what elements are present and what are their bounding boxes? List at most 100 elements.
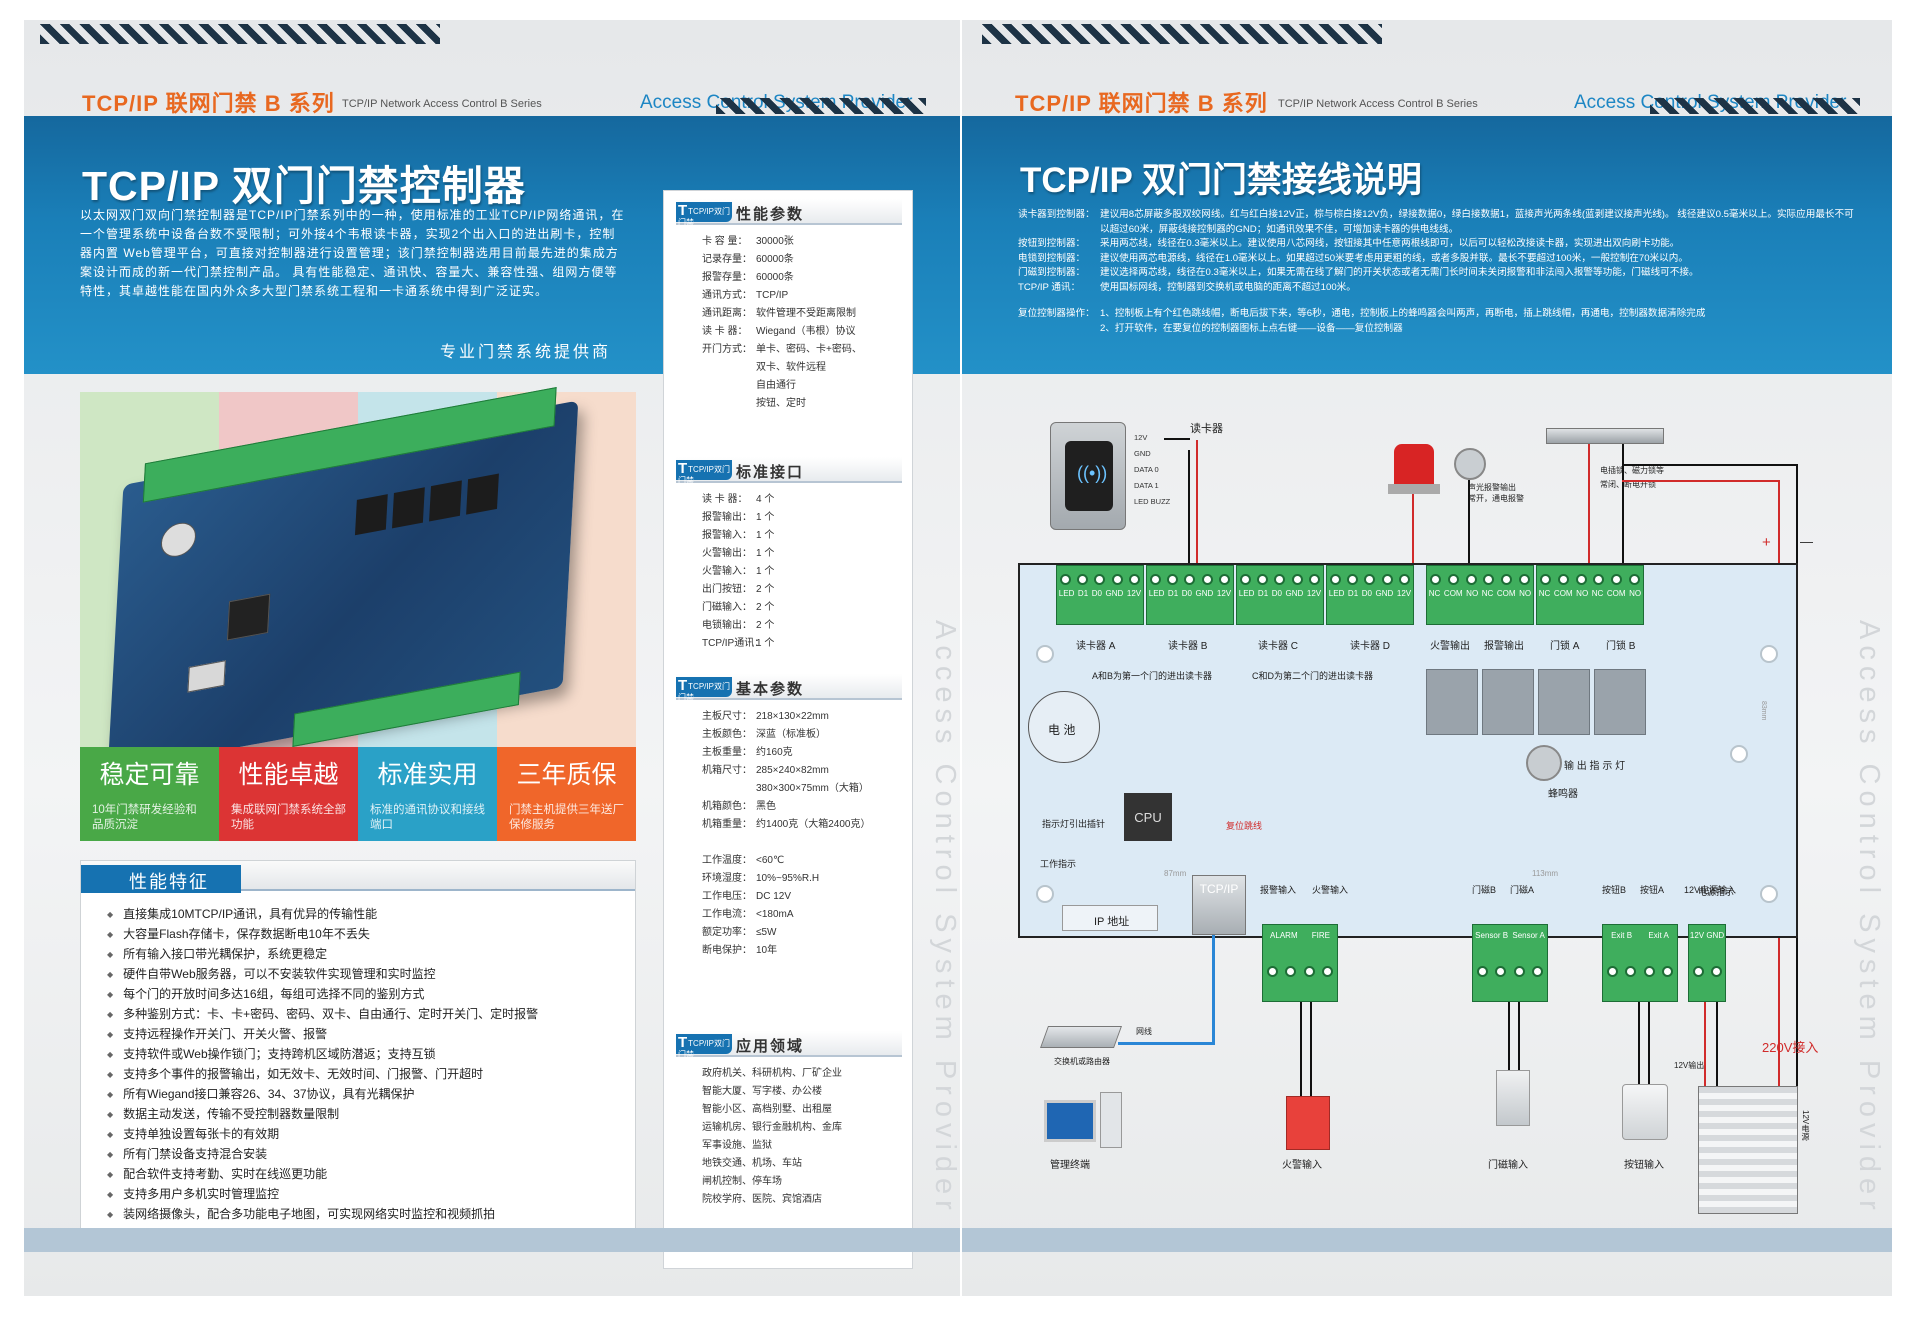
- header-stripes-small: [716, 98, 926, 114]
- fire-output-label: 火警输出: [1430, 641, 1470, 652]
- spec-value: 1 个: [756, 548, 775, 559]
- spec-value: 218×130×22mm: [756, 711, 829, 722]
- spec-value: 双卡、软件远程: [756, 362, 826, 373]
- spec-row: 机箱尺寸：285×240×82mm: [702, 762, 902, 780]
- 220v-input-label: 220V接入: [1762, 1040, 1819, 1055]
- spec-row: 断电保护：10年: [702, 942, 902, 960]
- spec-key: 报警输入：: [702, 530, 752, 541]
- cpu-chip: CPU: [1124, 793, 1172, 841]
- spec-row: 门磁输入：2 个: [702, 599, 902, 617]
- alarm-input-label: 报警输入: [1260, 885, 1297, 895]
- wiring-note: 复位控制器操作：1、控制板上有个红色跳线帽，断电后拔下来，等6秒，通电，控制板上…: [1018, 308, 1706, 319]
- electric-lock-icon: [1546, 428, 1664, 444]
- spec-value: ≤5W: [756, 927, 777, 938]
- spec-key: 通讯方式：: [702, 290, 752, 301]
- spec-row: 地铁交通、机场、车站: [702, 1158, 802, 1169]
- spec-key: 卡 容 量：: [702, 236, 748, 247]
- spec-row: 主板颜色：深蓝（标准板）: [702, 726, 902, 744]
- right-page: TCP/IP 联网门禁 B 系列 TCP/IP Network Access C…: [962, 20, 1892, 1296]
- spec-value: 黑色: [756, 801, 776, 812]
- exit-button-icon: [1622, 1084, 1668, 1140]
- wiring-note: 2、打开软件，在要复位的控制器图标上点右键——设备——复位控制器: [1100, 322, 1403, 334]
- spec-value: 深蓝（标准板）: [756, 729, 826, 740]
- power-supply-icon: [1698, 1086, 1798, 1214]
- rj45-port: TCP/IP: [1192, 875, 1246, 935]
- button-b-label: 按钮B: [1602, 885, 1627, 895]
- spec-row: 双卡、软件远程: [702, 359, 902, 377]
- spec-key: 读 卡 器：: [702, 494, 748, 505]
- spec-key: 机箱重量：: [702, 819, 752, 830]
- feature-item: 支持远程操作开关门、开关火警、报警: [107, 1025, 538, 1045]
- series-subtitle: TCP/IP Network Access Control B Series: [1278, 98, 1478, 110]
- feature-tiles: 稳定可靠 10年门禁研发经验和品质沉淀 性能卓越 集成联网门禁系统全部功能 标准…: [80, 747, 636, 841]
- feature-item: 装网络摄像头，配合多功能电子地图，可实现网络实时监控和视频抓拍: [107, 1205, 538, 1225]
- spec-value: 2 个: [756, 620, 775, 631]
- spec-value: 1 个: [756, 638, 775, 649]
- spec-key: 报警输出：: [702, 512, 752, 523]
- spec-row: 工作电流：<180mA: [702, 906, 902, 924]
- minus-sign: —: [1800, 534, 1813, 549]
- spec-value: 10%~95%R.H: [756, 873, 820, 884]
- pc-tower-icon: [1100, 1092, 1122, 1148]
- power-led-label: 电源指示: [1698, 887, 1735, 897]
- left-page: TCP/IP 联网门禁 B 系列 TCP/IP Network Access C…: [24, 20, 960, 1296]
- alarm-output-label: 声光报警输出 常开，通电报警: [1468, 483, 1524, 503]
- spec-value: 380×300×75mm（大箱）: [756, 783, 869, 794]
- reset-jumper-label: 复位跳线: [1226, 821, 1263, 831]
- feature-item: 所有输入接口带光耦保护，系统更稳定: [107, 945, 538, 965]
- spec-value: 2 个: [756, 584, 775, 595]
- management-terminal-label: 管理终端: [1050, 1160, 1090, 1171]
- battery: [1028, 691, 1100, 763]
- spec-row: 机箱颜色：黑色: [702, 798, 902, 816]
- ip-address-label: IP 地址: [1094, 916, 1130, 928]
- spec-row: 开门方式：单卡、密码、卡+密码、: [702, 341, 902, 359]
- spec-title: 应用领域: [736, 1038, 805, 1055]
- spec-value: 4 个: [756, 494, 775, 505]
- feature-tile: 标准实用 标准的通讯协议和接线端口: [358, 747, 497, 841]
- spec-value: 1 个: [756, 566, 775, 577]
- fire-input-label: 火警输入: [1312, 885, 1349, 895]
- spec-row: 卡 容 量：30000张: [702, 233, 902, 251]
- spec-key: 通讯距离：: [702, 308, 752, 319]
- work-indicator-label: 工作指示: [1040, 859, 1077, 869]
- feature-item: 硬件自带Web服务器，可以不安装软件实现管理和实时监控: [107, 965, 538, 985]
- spec-key: 电锁输出：: [702, 620, 752, 631]
- spec-row: 读 卡 器： 4 个: [702, 491, 902, 509]
- dimension-113: 113mm: [1532, 869, 1559, 878]
- intro-paragraph: 以太网双门双向门禁控制器是TCP/IP门禁系列中的一种，使用标准的工业TCP/I…: [80, 208, 625, 298]
- spec-row: 通讯距离： 软件管理不受距离限制: [702, 305, 902, 323]
- footer-bar: [962, 1228, 1892, 1252]
- spec-row: 报警输入：1 个: [702, 527, 902, 545]
- spec-row: 工作温度：<60℃: [702, 852, 902, 870]
- feature-item: 每个门的开放时间多达16组，每组可选择不同的鉴别方式: [107, 985, 538, 1005]
- spec-row: 电锁输出： 2 个: [702, 617, 902, 635]
- spec-key: 读 卡 器：: [702, 326, 748, 337]
- monitor-icon: [1044, 1100, 1096, 1142]
- spec-row: 智能大厦、写字楼、办公楼: [702, 1086, 822, 1097]
- reader-pin: LED BUZZ: [1134, 497, 1171, 506]
- spec-key: 工作电压：: [702, 891, 752, 902]
- notes-band: TCP/IP 双门门禁接线说明 读卡器到控制器：建议用8芯屏蔽多股双绞网线。红与…: [962, 116, 1892, 374]
- buzzer-label: 蜂鸣器: [1548, 789, 1578, 800]
- spec-row: 主板尺寸：218×130×22mm: [702, 708, 902, 726]
- spec-value: 软件管理不受距离限制: [756, 308, 856, 319]
- buzzer-icon: [1526, 745, 1562, 781]
- reader-a-label: 读卡器 A: [1076, 641, 1116, 652]
- button-device-label: 按钮输入: [1624, 1160, 1664, 1171]
- switch-router-icon: [1039, 1026, 1123, 1048]
- feature-list: 直接集成10MTCP/IP通讯，具有优异的传输性能大容量Flash存储卡，保存数…: [107, 905, 538, 1225]
- battery-label: 电 池: [1048, 723, 1076, 737]
- 12v-output-label: 12V输出: [1674, 1061, 1705, 1070]
- spec-row: 读 卡 器：Wiegand（韦根）协议: [702, 323, 902, 341]
- network-cable-label: 网线: [1136, 1027, 1152, 1036]
